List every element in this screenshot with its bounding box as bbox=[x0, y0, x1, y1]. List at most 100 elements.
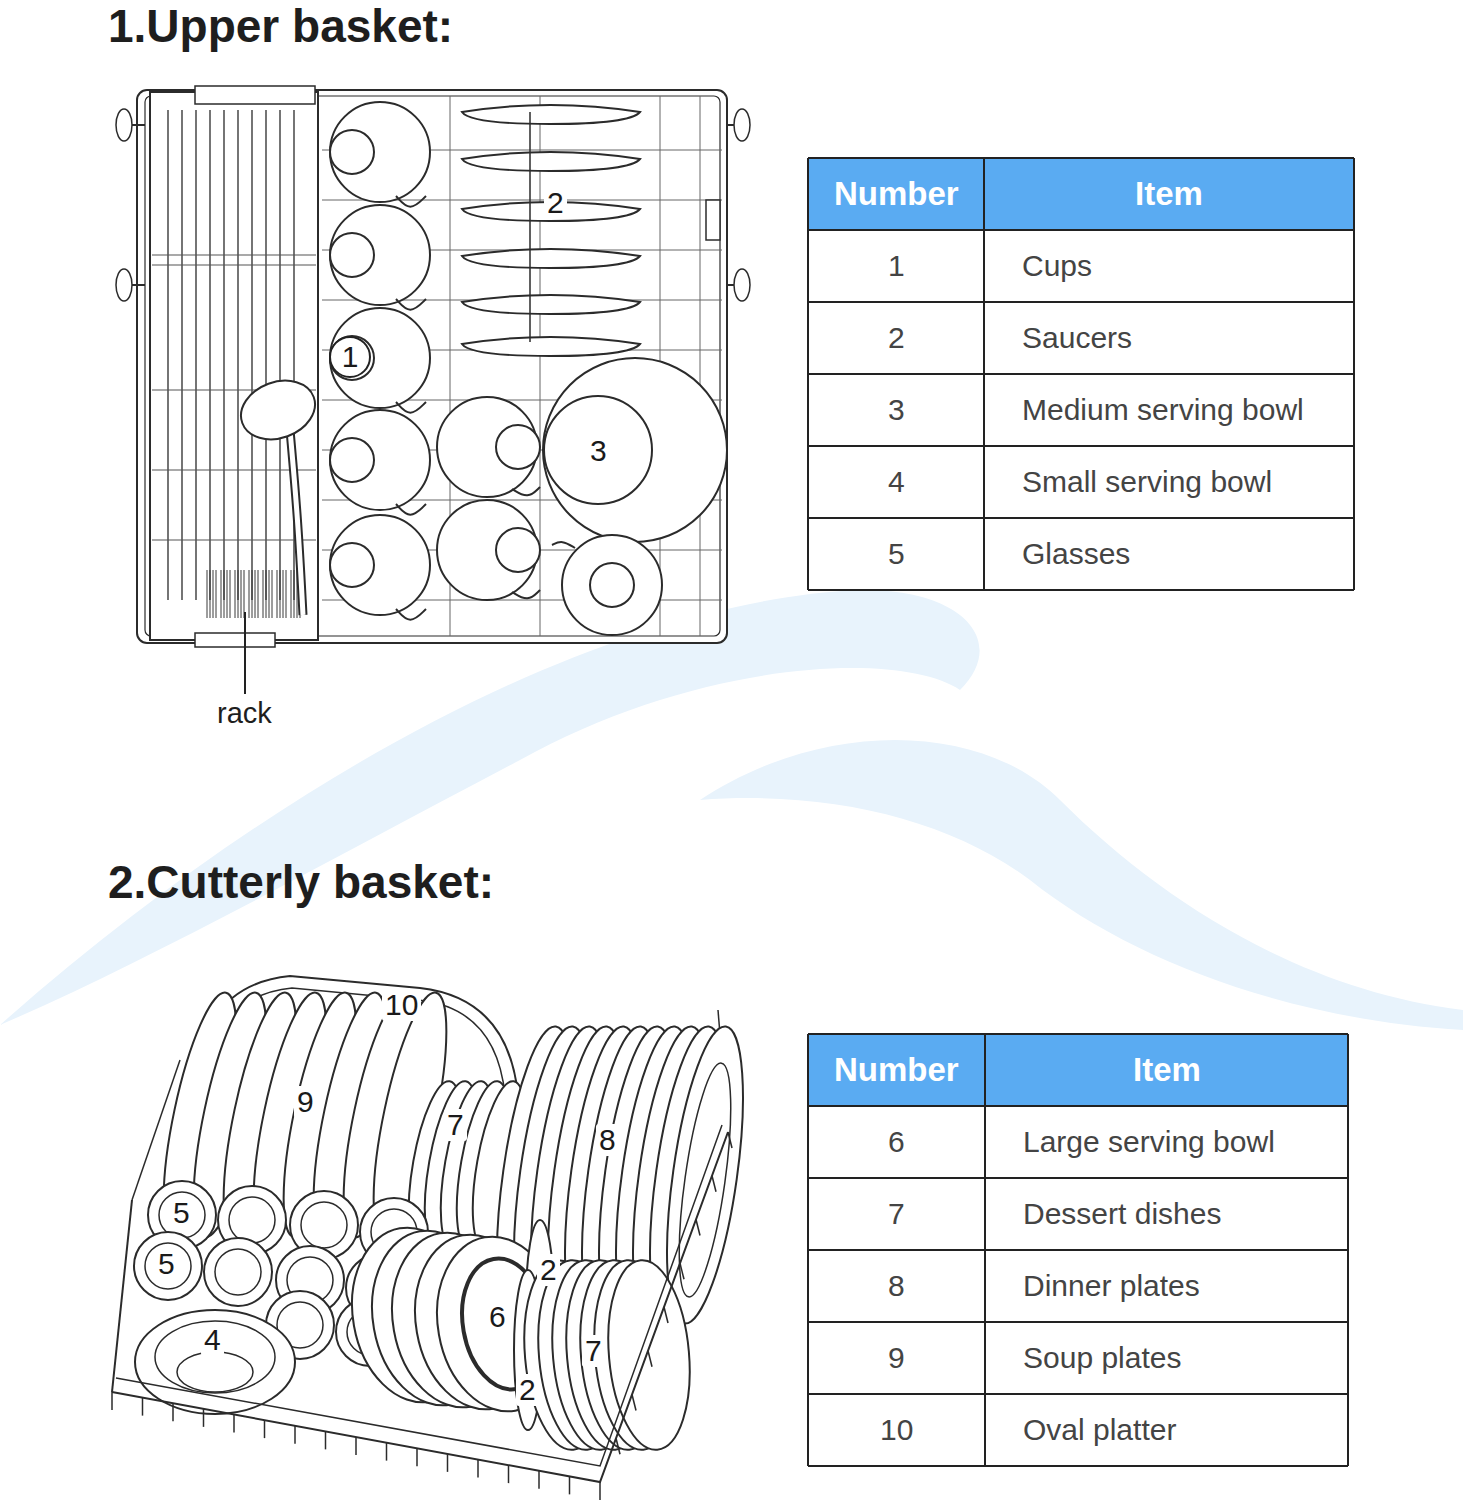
cup-handle bbox=[512, 590, 540, 598]
basket-rim bbox=[112, 1132, 728, 1482]
table-rule bbox=[808, 229, 1354, 231]
small-serving-bowl bbox=[135, 1310, 295, 1414]
glass-inside bbox=[215, 1249, 261, 1295]
table-header-cell: Number bbox=[834, 1051, 959, 1089]
cup-inside bbox=[330, 336, 374, 380]
basket-wheel bbox=[734, 269, 750, 301]
basket-tine bbox=[416, 1448, 418, 1466]
table-rule bbox=[808, 157, 1354, 159]
watermark bbox=[0, 590, 1463, 1030]
table-rule bbox=[1353, 158, 1355, 590]
cup-handle bbox=[396, 196, 426, 207]
basket-tine bbox=[325, 1431, 327, 1449]
part-label: rack bbox=[217, 697, 272, 730]
table-rule bbox=[808, 1105, 1348, 1107]
cup bbox=[330, 308, 430, 408]
cup bbox=[330, 410, 430, 510]
basket-tine bbox=[203, 1409, 205, 1427]
saucer-rod bbox=[529, 112, 531, 342]
basket-tine bbox=[508, 1465, 510, 1483]
utensil-handle bbox=[209, 110, 210, 600]
table-number-cell: 3 bbox=[888, 393, 905, 428]
callout-number: 5 bbox=[155, 1248, 178, 1280]
fork-tine bbox=[277, 570, 278, 618]
section-heading: 1.Upper basket: bbox=[108, 0, 453, 53]
fork-tine bbox=[244, 570, 245, 618]
basket-wire bbox=[132, 284, 145, 286]
callout-number: 9 bbox=[294, 1086, 317, 1118]
section-heading: 2.Cutterly basket: bbox=[108, 856, 494, 909]
callout-number: 1 bbox=[342, 342, 359, 372]
table-item-cell: Glasses bbox=[1022, 537, 1130, 572]
table-rule bbox=[808, 1177, 1348, 1179]
spoon-bowl bbox=[233, 371, 324, 450]
watermark-wave bbox=[0, 590, 980, 1025]
fork-tine bbox=[291, 570, 292, 618]
fork-tine bbox=[227, 570, 228, 618]
utensil-handle bbox=[195, 110, 196, 600]
cup-handle bbox=[396, 299, 426, 310]
saucer bbox=[462, 105, 640, 124]
fork-tine bbox=[235, 570, 236, 618]
table-rule bbox=[807, 158, 809, 590]
callout-number: 3 bbox=[587, 435, 610, 467]
table-item-cell: Small serving bowl bbox=[1022, 465, 1272, 500]
utensil-handle bbox=[181, 110, 182, 600]
glass-inside bbox=[145, 1243, 191, 1289]
fork-tine bbox=[272, 570, 273, 618]
table-rule bbox=[984, 1034, 986, 1466]
callout-number: 7 bbox=[444, 1109, 467, 1141]
cup-handle bbox=[396, 504, 426, 515]
table-rule bbox=[808, 373, 1354, 375]
table-item-cell: Dessert dishes bbox=[1023, 1197, 1221, 1232]
cup-handle bbox=[512, 487, 540, 495]
basket-tine bbox=[294, 1426, 296, 1444]
utensil-handle bbox=[223, 110, 224, 600]
fork-tine bbox=[252, 570, 253, 618]
table-header-fill bbox=[808, 158, 1354, 230]
fork-tine bbox=[249, 570, 250, 618]
basket-wheel bbox=[116, 269, 132, 301]
fork-tine bbox=[238, 570, 239, 618]
table-item-cell: Cups bbox=[1022, 249, 1092, 284]
fork-tine bbox=[286, 570, 287, 618]
basket-frame bbox=[137, 90, 727, 643]
fork-tine bbox=[283, 570, 284, 618]
bowl-inside bbox=[177, 1352, 253, 1392]
glass bbox=[134, 1232, 202, 1300]
fork-tine bbox=[269, 570, 270, 618]
upper-basket bbox=[116, 86, 750, 694]
basket-tine bbox=[355, 1437, 357, 1455]
glass-inside bbox=[229, 1197, 275, 1243]
basket-tine bbox=[599, 1482, 601, 1500]
basket-tine bbox=[172, 1403, 174, 1421]
table-item-cell: Large serving bowl bbox=[1023, 1125, 1275, 1160]
table-item-cell: Dinner plates bbox=[1023, 1269, 1200, 1304]
fork-tine bbox=[221, 570, 222, 618]
callout-number: 4 bbox=[201, 1324, 224, 1356]
bowl-inside bbox=[590, 563, 634, 607]
callout-number: 10 bbox=[382, 989, 421, 1021]
basket-wire bbox=[700, 96, 701, 636]
basket-tine bbox=[111, 1392, 113, 1410]
cup-inside bbox=[496, 528, 540, 572]
cup-inside bbox=[330, 130, 374, 174]
callout-number: 6 bbox=[486, 1301, 509, 1333]
callout-number: 5 bbox=[170, 1197, 193, 1229]
cup bbox=[330, 205, 430, 305]
cup-inside bbox=[330, 543, 374, 587]
table-number-cell: 2 bbox=[888, 321, 905, 356]
basket-tine bbox=[477, 1460, 479, 1478]
item-table bbox=[808, 1034, 1348, 1466]
table-item-cell: Oval platter bbox=[1023, 1413, 1176, 1448]
table-rule bbox=[808, 589, 1354, 591]
table-header-cell: Item bbox=[1133, 1051, 1201, 1089]
cutlery-rack bbox=[150, 92, 318, 640]
cup-inside bbox=[330, 438, 374, 482]
spoon-handle bbox=[290, 430, 303, 615]
table-rule bbox=[983, 158, 985, 590]
glass bbox=[204, 1238, 272, 1306]
callout-number: 2 bbox=[516, 1374, 539, 1406]
bowl-rim bbox=[552, 542, 575, 548]
table-number-cell: 8 bbox=[888, 1269, 905, 1304]
